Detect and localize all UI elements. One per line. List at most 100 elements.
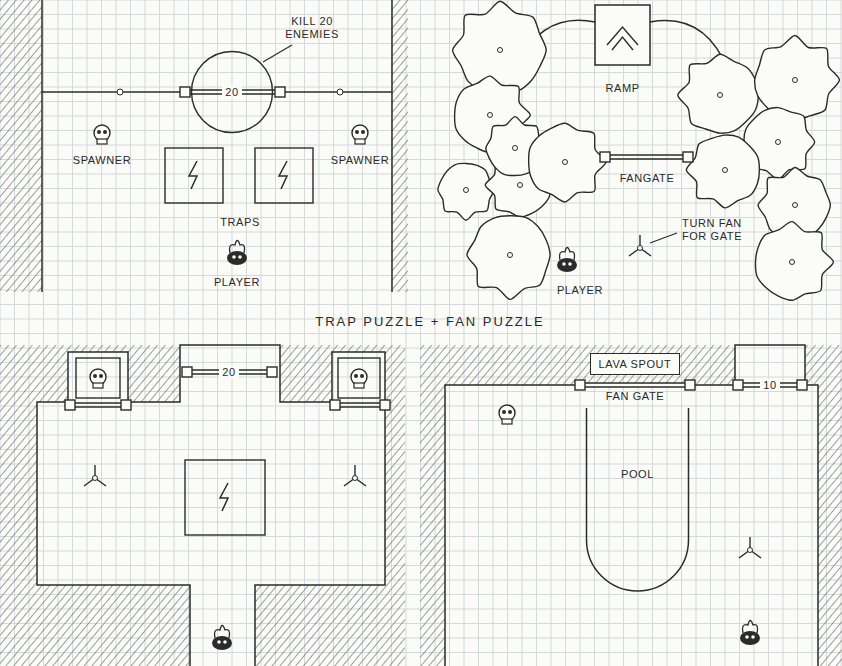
grid-line: [0, 275, 842, 276]
barrier-line: [42, 91, 180, 93]
lightning-symbol: [220, 483, 228, 511]
shape-text: LAVA SPOUT: [599, 358, 672, 371]
player-body: [740, 631, 760, 645]
gate-post: [733, 380, 743, 390]
skull-eye: [93, 374, 97, 378]
grid-line: [0, 304, 842, 305]
note-label: PLAYER: [557, 284, 603, 297]
player-body: [212, 636, 232, 650]
skull-jaw: [93, 383, 103, 388]
gate-post: [380, 400, 390, 410]
pool-shape: POOL: [585, 408, 690, 593]
gate-post: [600, 152, 610, 162]
gate-bar: [75, 402, 121, 403]
tree-blob: [686, 135, 759, 208]
grid-line: [0, 203, 842, 204]
gate-post: [330, 400, 340, 410]
player-eye: [751, 635, 755, 639]
spawner-box: [338, 358, 380, 398]
player-eye: [568, 262, 572, 266]
wall-edge: [391, 0, 393, 292]
gate-post: [275, 87, 285, 97]
skull-eye: [354, 374, 358, 378]
note-label: PLAYER: [214, 276, 260, 289]
skull-eye: [361, 130, 365, 134]
fan-hub: [638, 246, 643, 251]
note-label: TRAPS: [220, 216, 260, 229]
gate-post: [683, 152, 693, 162]
gate-post: [65, 400, 75, 410]
gate-bar: [610, 158, 683, 159]
sheet-title: TRAP PUZZLE + FAN PUZZLE: [315, 315, 544, 330]
skull-jaw: [502, 419, 512, 424]
grid-line: [0, 43, 842, 44]
gate-post: [180, 87, 190, 97]
shape-outline: [585, 408, 690, 593]
shape-text: 20: [222, 86, 241, 99]
note-label: TURN FAN FOR GATE: [680, 217, 744, 242]
gate-post: [685, 380, 695, 390]
tree-dot: [776, 140, 781, 145]
tree-dot: [513, 146, 518, 151]
fan-hub: [93, 476, 98, 481]
wall-edge: [445, 345, 818, 666]
note-label: SPAWNER: [73, 154, 132, 167]
grid-line: [0, 290, 842, 291]
grid-line: [0, 29, 842, 30]
note-label: 20: [219, 366, 238, 379]
note-label: KILL 20 ENEMIES: [280, 15, 344, 40]
tree-blob: [467, 216, 550, 300]
lava-spout-box: LAVA SPOUT: [590, 353, 681, 376]
lightning-symbol: [189, 161, 197, 189]
tree-dot: [518, 183, 523, 188]
grid-line: [0, 246, 842, 247]
skull-eye: [508, 410, 512, 414]
wall-edge: [37, 345, 385, 666]
skull-jaw: [354, 383, 364, 388]
tree-blob: [529, 123, 606, 202]
skull-eye: [99, 374, 103, 378]
player-eye: [562, 262, 566, 266]
tree-dot: [723, 168, 728, 173]
goal-circle-outline: [192, 52, 273, 133]
gate-bar: [340, 402, 380, 403]
tree-dot: [488, 113, 493, 118]
note-label: FANGATE: [620, 172, 675, 185]
skull-eye: [360, 374, 364, 378]
tree-blob: [438, 163, 494, 220]
wall-hatch: [0, 0, 42, 292]
grid-line: [0, 261, 842, 262]
trap-box: [255, 148, 313, 203]
gate-post: [797, 380, 807, 390]
player-eye: [238, 255, 242, 259]
gate-bar: [340, 406, 380, 407]
player-eye: [745, 635, 749, 639]
barrier-post: [117, 89, 123, 95]
gate-post: [182, 367, 192, 377]
note-label: 10: [760, 379, 779, 392]
spawner-box: [76, 358, 120, 398]
gate-post: [575, 380, 585, 390]
skull-eye: [355, 130, 359, 134]
gate-post: [121, 400, 131, 410]
ramp-outline: [595, 5, 650, 65]
skull-jaw: [97, 139, 107, 144]
shape-outline: [585, 3, 660, 95]
barrier-post: [337, 89, 343, 95]
shape-text: RAMP: [605, 82, 639, 95]
grid-line: [0, 0, 842, 1]
tree-blob: [755, 35, 840, 120]
tree-dot: [718, 93, 723, 98]
gate-bar: [75, 406, 121, 407]
shape-text: POOL: [621, 468, 654, 481]
tree-dot: [790, 260, 795, 265]
skull-eye: [97, 130, 101, 134]
grid-line: [0, 333, 842, 334]
leader-line: [263, 45, 292, 62]
player-body: [227, 251, 247, 265]
goal-circle: 20: [190, 50, 274, 134]
gate-bar: [585, 382, 685, 383]
wall-hatch: [392, 0, 408, 292]
trap-box: [185, 460, 265, 535]
